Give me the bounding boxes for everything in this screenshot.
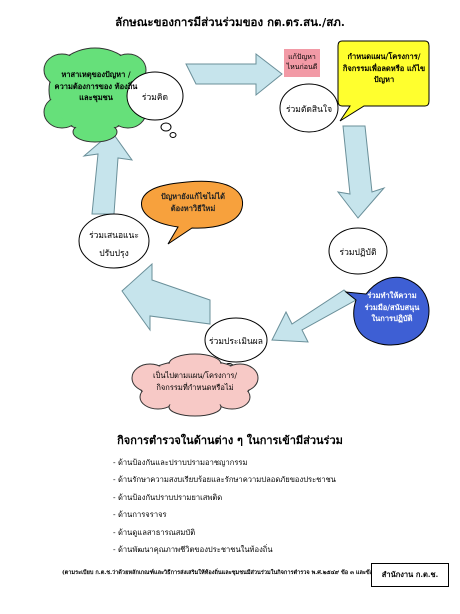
blue-bubble [344, 276, 430, 346]
pink-cloud-fill [140, 361, 250, 407]
activity-item: - ด้านป้องกันปราบปรามยาเสพติด [113, 492, 223, 502]
arrow-think-to-decide [185, 52, 283, 97]
think-trail-dot [160, 122, 172, 132]
pink-box [284, 49, 320, 77]
orange-bubble-text: ปัญหายังแก้ไขไม่ได้ ต้องหาวิธีใหม่ [161, 192, 225, 213]
activity-item: - ด้านพัฒนาคุณภาพชีวิตของประชาชนในท้องถิ… [113, 545, 273, 555]
activity-item: - ด้านการจราจร [113, 510, 167, 520]
activity-item: - ด้านรักษาความสงบเรียบร้อยและรักษาความป… [113, 475, 336, 485]
orange-bubble [141, 180, 244, 245]
decide-label: ร่วมตัดสินใจ [285, 105, 333, 115]
decide-circle [279, 83, 339, 133]
pink-cloud-text: เป็นไปตามแผน/โครงการ/ กิจกรรมที่กำหนดหรื… [153, 371, 237, 392]
arrow-suggest-to-think [82, 131, 134, 215]
green-cloud-text: หาสาเหตุของปัญหา /ความต้องการของ ท้องถิ่… [54, 70, 138, 103]
suggest-label: ร่วมเสนอแนะ ปรับปรุง [89, 231, 139, 259]
arrow-act-to-evaluate [271, 289, 357, 343]
pink-box-text: แก้ปัญหา ไหนก่อนดี [286, 53, 318, 72]
footnote: (ตามระเบียบ ก.ต.ช.ว่าด้วยหลักเกณฑ์และวิธ… [62, 570, 382, 576]
activity-item: - ด้านดูแลสาธารณสมบัติ [113, 527, 196, 537]
act-label: ร่วมปฏิบัติ [339, 248, 377, 258]
evaluate-label: ร่วมประเมินผล [209, 337, 263, 347]
activity-item: - ด้านป้องกันและปราบปรามอาชญากรรม [113, 458, 248, 467]
activities-heading: กิจการตำรวจในด้านต่าง ๆ ในการเข้ามีส่วนร… [117, 434, 343, 447]
green-cloud-fill [50, 49, 140, 131]
activities-list: - ด้านป้องกันและปราบปรามอาชญากรรม - ด้าน… [113, 454, 336, 558]
page-title: ลักษณะของการมีส่วนร่วมของ กต.ตร.สน./สภ. [115, 15, 345, 29]
yellow-bubble [337, 40, 430, 122]
office-box: สำนักงาน ก.ต.ช. [371, 563, 449, 587]
think-label: ร่วมคิด [141, 93, 169, 103]
blue-bubble-text: ร่วมทำให้ความ ร่วมมือ/สนับสนุน ในการปฏิบ… [364, 291, 420, 324]
act-circle [328, 227, 388, 275]
yellow-bubble-text: กำหนดแผน/โครงการ/ กิจกรรมเพื่อลดหรือ แก้… [342, 52, 426, 85]
arrow-decide-to-act [336, 125, 386, 219]
think-circle [126, 71, 184, 121]
arrow-evaluate-to-suggest [121, 262, 211, 332]
evaluate-circle [204, 317, 268, 363]
suggest-circle [78, 213, 150, 269]
think-trail-dot [169, 132, 177, 138]
